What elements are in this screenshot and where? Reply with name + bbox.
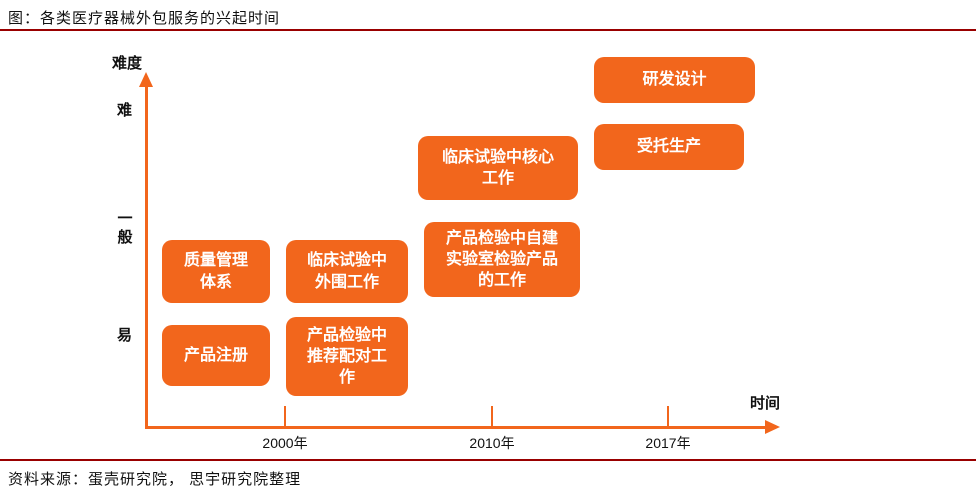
x-tick-label-2017: 2017年 [645,435,691,451]
bottom-divider [0,459,976,461]
box-product-inspection-self-built-lab-work: 产品检验中自建 实验室检验产品 的工作 [424,222,580,297]
box-clinical-trial-peripheral-work: 临床试验中 外围工作 [286,240,408,303]
x-axis-label: 时间 [750,395,781,412]
box-product-inspection-pairing-work: 产品检验中 推荐配对工 作 [286,317,408,396]
x-tick-label-2000: 2000年 [262,435,308,451]
box-product-registration: 产品注册 [162,325,270,386]
y-axis-arrow-icon [139,72,153,87]
y-axis-label: 难度 [112,55,143,72]
source-note: 资料来源：蛋壳研究院， 思宇研究院整理 [8,471,302,488]
x-tick-mark-2010 [491,406,493,427]
x-tick-label-2010: 2010年 [469,435,515,451]
box-quality-management-system: 质量管理 体系 [162,240,270,303]
x-tick-mark-2017 [667,406,669,427]
box-contract-manufacturing: 受托生产 [594,124,744,170]
y-tick-hard: 难 [117,102,133,119]
y-tick-easy: 易 [117,327,133,344]
x-axis-arrow-icon [765,420,780,434]
x-axis-line [145,426,767,429]
top-divider [0,29,976,31]
x-tick-mark-2000 [284,406,286,427]
box-rd-design: 研发设计 [594,57,755,103]
box-clinical-trial-core-work: 临床试验中核心 工作 [418,136,578,200]
y-tick-medium: 一般 [117,210,133,246]
figure-title: 图：各类医疗器械外包服务的兴起时间 [8,10,281,27]
y-axis-line [145,86,148,429]
